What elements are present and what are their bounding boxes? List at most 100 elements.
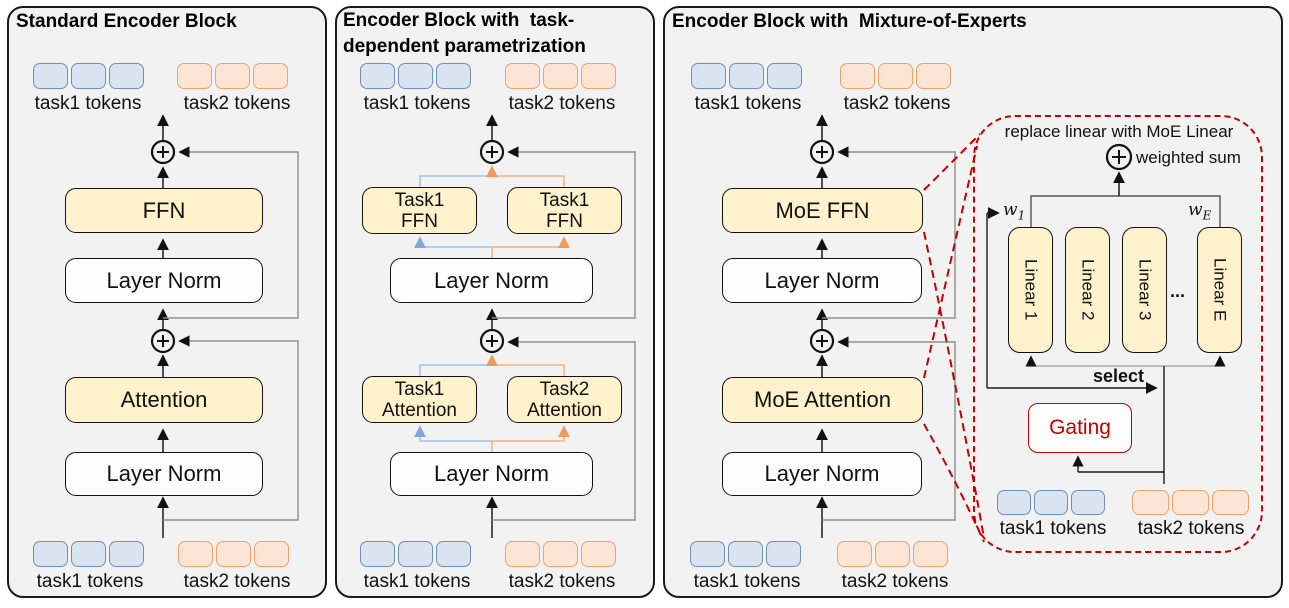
- token-task2: [215, 63, 250, 89]
- expert-linear-1: Linear 1: [1008, 227, 1053, 353]
- token-task2: [178, 541, 213, 567]
- layer-norm-block: Layer Norm: [390, 258, 593, 303]
- expert-linear-E: Linear E: [1197, 227, 1242, 353]
- task2-tokens-label: task2 tokens: [843, 93, 951, 114]
- token-task1: [360, 63, 395, 89]
- token-task1: [997, 490, 1031, 515]
- token-task1: [33, 63, 68, 89]
- callout-heading: replace linear with MoE Linear: [1004, 122, 1234, 141]
- token-task1: [109, 63, 144, 89]
- token-task1: [690, 541, 725, 567]
- task1-tokens-label: task1 tokens: [693, 571, 801, 592]
- panel2-title-line1: Encoder Block with task-: [343, 10, 575, 31]
- task1-token-row: [360, 541, 471, 567]
- wE-base: w: [1188, 200, 1203, 220]
- panel2-title: Encoder Block with task-dependent parame…: [343, 8, 586, 60]
- layer-norm-block: Layer Norm: [722, 258, 922, 303]
- wE-sub: E: [1202, 208, 1212, 223]
- task2-tokens-label: task2 tokens: [183, 93, 291, 114]
- task1-token-row: [33, 541, 144, 567]
- panel1-title: Standard Encoder Block: [16, 11, 237, 32]
- token-task1: [436, 63, 471, 89]
- task1-tokens-label: task1 tokens: [34, 93, 142, 114]
- panel2-title-line2: dependent parametrization: [343, 36, 586, 57]
- ffn-block: FFN: [65, 188, 263, 233]
- token-task2: [505, 63, 540, 89]
- token-task1: [691, 63, 726, 89]
- task1-tokens-label: task1 tokens: [694, 93, 802, 114]
- task2-token-row: [505, 63, 616, 89]
- task2-attention-block: Task2 Attention: [507, 376, 622, 423]
- task2-tokens-label: task2 tokens: [508, 571, 616, 592]
- token-task2: [505, 541, 540, 567]
- weighted-sum-label: weighted sum: [1136, 148, 1241, 167]
- expert-linear-2: Linear 2: [1065, 227, 1110, 353]
- select-label: select: [1093, 366, 1145, 386]
- task1-tokens-label: task1 tokens: [363, 93, 471, 114]
- layer-norm-block: Layer Norm: [390, 452, 593, 496]
- weight-wE-label: wE: [1188, 200, 1211, 222]
- token-task2: [916, 63, 951, 89]
- weight-w1-label: w1: [1003, 200, 1025, 222]
- token-task1: [33, 541, 68, 567]
- layer-norm-block: Layer Norm: [65, 258, 263, 303]
- token-task1: [729, 63, 764, 89]
- token-task1: [1071, 490, 1105, 515]
- task1-tokens-label: task1 tokens: [363, 571, 471, 592]
- task1-tokens-label: task1 tokens: [36, 571, 144, 592]
- token-task2: [1212, 490, 1249, 515]
- task2-token-row: [1132, 490, 1249, 515]
- token-task2: [543, 63, 578, 89]
- token-task1: [766, 541, 801, 567]
- token-task2: [254, 541, 289, 567]
- w1-sub: 1: [1017, 208, 1026, 223]
- token-task2: [253, 63, 288, 89]
- token-task2: [543, 541, 578, 567]
- token-task2: [840, 63, 875, 89]
- token-task2: [1172, 490, 1209, 515]
- token-task1: [436, 541, 471, 567]
- moe-ffn-block: MoE FFN: [722, 188, 923, 233]
- task1-token-row: [360, 63, 471, 89]
- task2-token-row: [837, 541, 948, 567]
- token-task1: [1034, 490, 1068, 515]
- task2-tokens-label: task2 tokens: [841, 571, 949, 592]
- task2-tokens-label: task2 tokens: [1137, 518, 1245, 539]
- token-task2: [177, 63, 212, 89]
- layer-norm-block: Layer Norm: [722, 452, 922, 496]
- task1-token-row: [691, 63, 802, 89]
- moe-attention-block: MoE Attention: [722, 377, 923, 423]
- attention-block: Attention: [65, 377, 263, 423]
- token-task1: [728, 541, 763, 567]
- token-task1: [398, 541, 433, 567]
- task1-token-row: [690, 541, 801, 567]
- token-task1: [71, 63, 106, 89]
- task2-token-row: [178, 541, 289, 567]
- task2-tokens-label: task2 tokens: [183, 571, 291, 592]
- token-task1: [767, 63, 802, 89]
- token-task2: [875, 541, 910, 567]
- token-task2: [913, 541, 948, 567]
- token-task1: [71, 541, 106, 567]
- task1-attention-block: Task1 Attention: [362, 376, 477, 423]
- token-task2: [837, 541, 872, 567]
- task1-ffn-block: Task1 FFN: [362, 187, 477, 234]
- gating-block: Gating: [1028, 403, 1132, 453]
- token-task2: [1132, 490, 1169, 515]
- w1-base: w: [1003, 200, 1018, 220]
- token-task2: [216, 541, 251, 567]
- task1-ffn-block-right: Task1 FFN: [507, 187, 622, 234]
- task1-tokens-label: task1 tokens: [999, 518, 1107, 539]
- task2-token-row: [505, 541, 616, 567]
- layer-norm-block: Layer Norm: [65, 452, 263, 496]
- task1-token-row: [33, 63, 144, 89]
- experts-ellipsis: ...: [1170, 281, 1186, 301]
- token-task1: [109, 541, 144, 567]
- token-task1: [360, 541, 395, 567]
- panel3-title: Encoder Block with Mixture-of-Experts: [672, 11, 1027, 32]
- expert-linear-3: Linear 3: [1122, 227, 1167, 353]
- task2-tokens-label: task2 tokens: [508, 93, 616, 114]
- task2-token-row: [840, 63, 951, 89]
- token-task1: [398, 63, 433, 89]
